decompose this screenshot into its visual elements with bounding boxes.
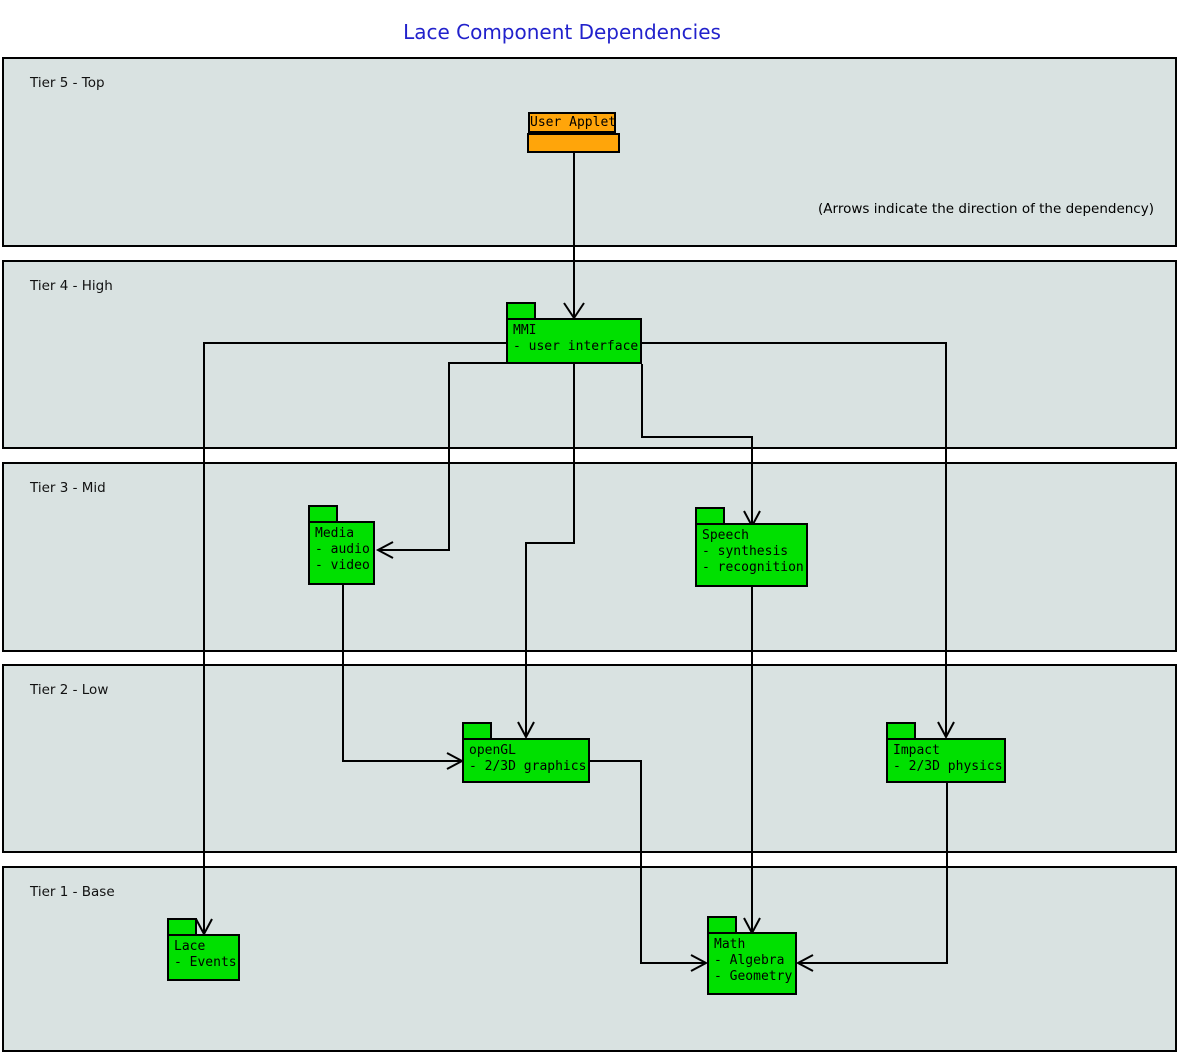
node-detail: - 2/3D graphics bbox=[469, 759, 587, 774]
node-title: Math bbox=[714, 937, 746, 952]
folder-body: Media - audio - video bbox=[308, 521, 375, 585]
edge-mmi-to-media bbox=[375, 362, 506, 559]
page-title: Lace Component Dependencies bbox=[403, 20, 721, 44]
edge-mmi-to-lace bbox=[195, 342, 506, 937]
edge-user-applet-to-mmi bbox=[563, 153, 585, 320]
folder-body: Math - Algebra - Geometry bbox=[707, 932, 797, 995]
folder-body: Impact - 2/3D physics bbox=[886, 738, 1006, 783]
node-title: MMI bbox=[513, 323, 537, 338]
folder-body: Lace - Events bbox=[167, 934, 240, 981]
tier-4-label: Tier 4 - High bbox=[30, 278, 113, 294]
node-math: Math - Algebra - Geometry bbox=[707, 916, 797, 995]
tier-3-label: Tier 3 - Mid bbox=[30, 480, 106, 496]
node-detail: - user interface bbox=[513, 339, 639, 354]
node-detail: - audio bbox=[315, 542, 370, 557]
node-detail: - Events bbox=[174, 955, 237, 970]
node-title: openGL bbox=[469, 743, 516, 758]
edge-mmi-to-impact bbox=[642, 342, 955, 740]
tier-2-label: Tier 2 - Low bbox=[30, 682, 109, 698]
node-detail: - video bbox=[315, 558, 370, 573]
node-user-applet: User Applet bbox=[527, 112, 620, 153]
folder-body: Speech - synthesis - recognition bbox=[695, 523, 808, 587]
tier-1-label: Tier 1 - Base bbox=[30, 884, 115, 900]
node-speech: Speech - synthesis - recognition bbox=[695, 507, 808, 587]
user-applet-body bbox=[527, 133, 620, 153]
edge-media-to-opengl bbox=[342, 585, 465, 770]
edge-opengl-to-math bbox=[590, 760, 709, 972]
tier-3-band: Tier 3 - Mid bbox=[2, 462, 1177, 652]
tier-4-band: Tier 4 - High bbox=[2, 260, 1177, 449]
node-detail: - recognition bbox=[702, 560, 804, 575]
node-detail: - synthesis bbox=[702, 544, 789, 559]
node-media: Media - audio - video bbox=[308, 505, 375, 585]
node-mmi: MMI - user interface bbox=[506, 302, 642, 364]
node-title: Lace bbox=[174, 939, 206, 954]
node-detail: - 2/3D physics bbox=[893, 759, 1003, 774]
node-detail: - Algebra bbox=[714, 953, 785, 968]
node-opengl: openGL - 2/3D graphics bbox=[462, 722, 590, 783]
edge-speech-to-math bbox=[743, 587, 761, 936]
user-applet-label: User Applet bbox=[528, 112, 616, 133]
node-detail: - Geometry bbox=[714, 969, 793, 984]
legend-note: (Arrows indicate the direction of the de… bbox=[818, 201, 1154, 217]
edge-mmi-to-speech bbox=[641, 364, 761, 529]
folder-body: MMI - user interface bbox=[506, 318, 642, 364]
node-title: Media bbox=[315, 526, 355, 541]
folder-body: openGL - 2/3D graphics bbox=[462, 738, 590, 783]
edge-mmi-to-opengl bbox=[517, 364, 575, 740]
tier-5-label: Tier 5 - Top bbox=[30, 75, 105, 91]
node-impact: Impact - 2/3D physics bbox=[886, 722, 1006, 783]
edge-impact-to-math bbox=[795, 783, 948, 972]
node-lace: Lace - Events bbox=[167, 918, 240, 981]
node-title: Impact bbox=[893, 743, 940, 758]
node-title: Speech bbox=[702, 528, 749, 543]
